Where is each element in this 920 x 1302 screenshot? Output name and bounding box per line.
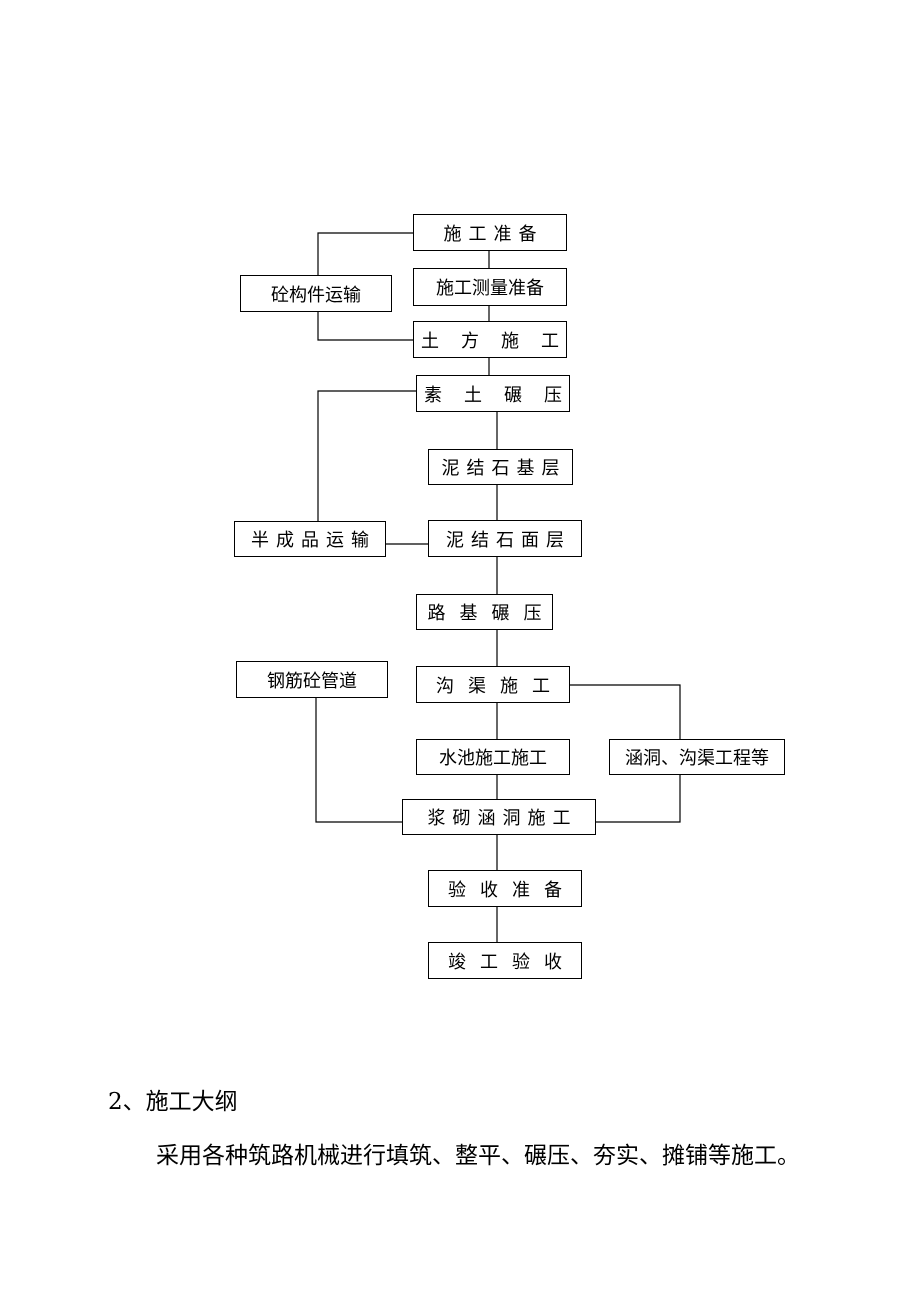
node-label: 竣工验收: [448, 951, 576, 973]
node-label: 土方施工: [421, 330, 581, 352]
node-earthwork: 土方施工: [413, 321, 567, 358]
node-subgrade: 路基碾压: [416, 594, 553, 630]
connector: [317, 232, 413, 275]
node-label: 浆砌涵洞施工: [427, 808, 578, 829]
connector: [570, 684, 681, 739]
node-rebar-pipe: 钢筋砼管道: [236, 661, 388, 698]
node-masonry: 浆砌涵洞施工: [402, 799, 596, 835]
node-label: 施工测量准备: [436, 278, 544, 299]
node-completion: 竣工验收: [428, 942, 582, 979]
section-heading: 2、施工大纲: [108, 1089, 238, 1115]
node-label: 涵洞、沟渠工程等: [625, 748, 769, 769]
node-label: 泥结石基层: [441, 458, 567, 479]
node-surface-layer: 泥结石面层: [428, 520, 582, 557]
node-label: 砼构件运输: [271, 284, 361, 306]
connector: [317, 312, 413, 341]
node-label: 泥结石面层: [446, 529, 571, 551]
node-concrete-transport: 砼构件运输: [240, 275, 392, 312]
node-semi-transport: 半成品运输: [234, 521, 386, 557]
node-ditch: 沟渠施工: [416, 666, 570, 703]
node-culvert-works: 涵洞、沟渠工程等: [609, 739, 785, 775]
node-label: 水池施工施工: [439, 748, 547, 769]
node-label: 施工准备: [443, 223, 544, 245]
node-base-layer: 泥结石基层: [428, 449, 573, 485]
node-prep: 施工准备: [413, 214, 567, 251]
node-label: 路基碾压: [427, 603, 556, 624]
node-survey: 施工测量准备: [413, 268, 567, 306]
node-label: 沟渠施工: [436, 675, 564, 697]
connector: [315, 698, 402, 823]
node-label: 验收准备: [448, 879, 576, 901]
node-label: 钢筋砼管道: [267, 670, 357, 692]
node-label: 素土碾压: [424, 384, 584, 406]
connector: [317, 390, 416, 521]
connector: [596, 775, 681, 823]
node-pool: 水池施工施工: [416, 739, 570, 775]
section-paragraph: 采用各种筑路机械进行填筑、整平、碾压、夯实、摊铺等施工。: [156, 1143, 800, 1169]
node-acceptance-prep: 验收准备: [428, 870, 582, 907]
flowchart-connectors: [315, 232, 681, 942]
node-label: 半成品运输: [251, 530, 376, 551]
node-plain-soil: 素土碾压: [416, 375, 570, 412]
